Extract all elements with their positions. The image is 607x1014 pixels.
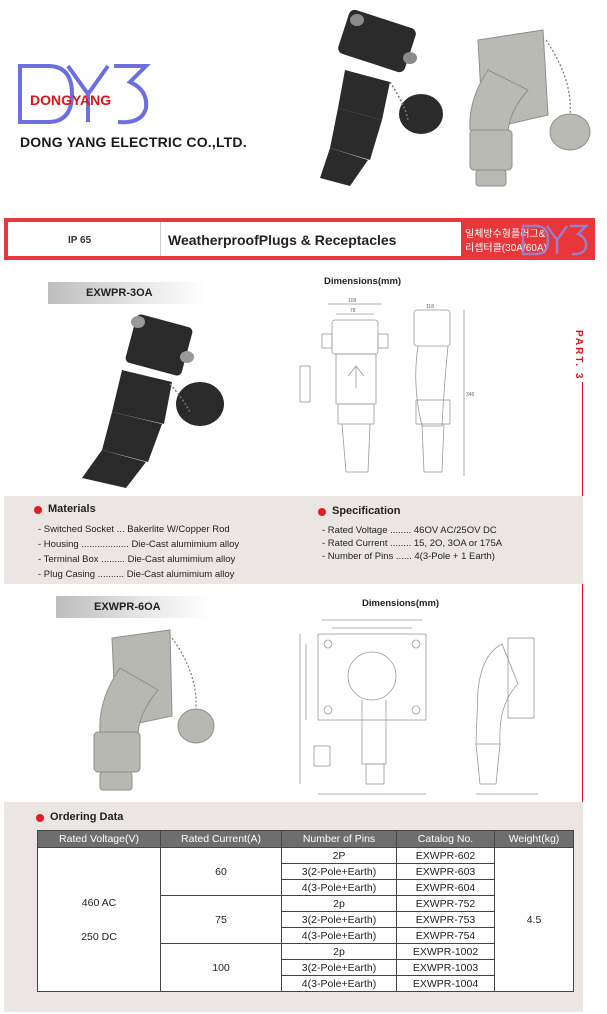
pins-cell: 4(3-Pole+Earth) — [281, 927, 397, 944]
pins-cell: 2P — [281, 847, 397, 864]
column-header-current: Rated Current(A) — [160, 830, 282, 848]
materials-spec-panel — [4, 496, 583, 584]
pins-cell: 2p — [281, 895, 397, 912]
ordering-table: Rated Voltage(V) Rated Current(A) Number… — [37, 830, 574, 992]
pins-cell: 4(3-Pole+Earth) — [281, 879, 397, 896]
banner-divider — [160, 222, 161, 256]
column-header-voltage: Rated Voltage(V) — [37, 830, 161, 848]
product-photo-30a-header — [290, 9, 450, 190]
pins-cell: 3(2-Pole+Earth) — [281, 911, 397, 928]
catalog-cell: EXWPR-1003 — [396, 959, 495, 976]
catalog-cell: EXWPR-1004 — [396, 975, 495, 992]
materials-list: - Switched Socket ... Bakerlite W/Copper… — [38, 522, 239, 582]
specification-heading: Specification — [332, 505, 401, 517]
table-row: 4(3-Pole+Earth) EXWPR-754 — [38, 927, 574, 944]
materials-heading: Materials — [48, 503, 96, 515]
dim-label-inner-width: 78 — [350, 308, 356, 314]
dim-label-width: 109 — [348, 298, 357, 304]
table-row: 3(2-Pole+Earth) EXWPR-1003 — [38, 959, 574, 976]
banner-korean-line1: 일체방수형플러그& — [465, 229, 546, 240]
current-cell: 100 — [160, 943, 282, 992]
table-row: 4(3-Pole+Earth) EXWPR-1004 — [38, 975, 574, 992]
catalog-cell: EXWPR-754 — [396, 927, 495, 944]
ordering-bullet — [36, 814, 44, 822]
catalog-cell: EXWPR-604 — [396, 879, 495, 896]
dimension-drawing-60a — [292, 614, 542, 800]
catalog-cell: EXWPR-753 — [396, 911, 495, 928]
table-header-row: Rated Voltage(V) Rated Current(A) Number… — [37, 830, 574, 848]
ordering-heading: Ordering Data — [50, 811, 124, 823]
materials-line: - Plug Casing .......... Die-Cast alumim… — [38, 569, 235, 580]
catalog-cell: EXWPR-1002 — [396, 943, 495, 960]
specification-list: - Rated Voltage ........ 46OV AC/25OV DC… — [322, 524, 502, 563]
company-logo — [14, 60, 154, 130]
ordering-table-wrap: Rated Voltage(V) Rated Current(A) Number… — [37, 830, 574, 992]
table-row: 460 AC 250 DC 60 2P EXWPR-602 4.5 — [37, 847, 574, 992]
product-photo-60a-header — [448, 20, 598, 190]
catalog-cell: EXWPR-602 — [396, 847, 495, 864]
specification-bullet — [318, 508, 326, 516]
page-title: WeatherproofPlugs & Receptacles — [168, 232, 397, 248]
dimensions-title-30a: Dimensions(mm) — [324, 276, 402, 287]
specification-line: - Rated Voltage ........ 46OV AC/25OV DC — [322, 525, 497, 536]
company-name: DONG YANG ELECTRIC CO.,LTD. — [20, 134, 247, 150]
specification-line: - Rated Current ........ 15, 2O, 3OA or … — [322, 538, 503, 549]
product-photo-60a — [74, 624, 224, 794]
materials-bullet — [34, 506, 42, 514]
model-tab-30a: EXWPR-3OA — [48, 282, 208, 304]
product-photo-30a — [62, 312, 232, 492]
part-label: PART. 3 — [573, 330, 584, 381]
catalog-cell: EXWPR-752 — [396, 895, 495, 912]
dimension-drawing-30a: 109 78 118 346 — [292, 296, 492, 492]
dimensions-title-60a: Dimensions(mm) — [362, 598, 440, 609]
materials-line: - Terminal Box ......... Die-Cast alumim… — [38, 554, 236, 565]
current-cell: 60 — [160, 847, 282, 896]
voltage-dc: 250 DC — [81, 930, 117, 943]
current-cell: 75 — [160, 895, 282, 944]
table-row: 4(3-Pole+Earth) EXWPR-604 — [38, 879, 574, 896]
model-tab-60a: EXWPR-6OA — [56, 596, 212, 618]
column-header-catalog: Catalog No. — [396, 830, 495, 848]
voltage-ac: 460 AC — [81, 896, 117, 909]
dim-label-height: 346 — [466, 392, 475, 398]
title-banner-inner — [8, 222, 461, 256]
pins-cell: 3(2-Pole+Earth) — [281, 863, 397, 880]
table-row: 3(2-Pole+Earth) EXWPR-753 — [38, 911, 574, 928]
logo-wordmark: DONGYANG — [30, 92, 112, 108]
banner-korean-line2: 리셉터클(30A/60A) — [465, 243, 547, 254]
table-row: 100 2p EXWPR-1002 — [38, 943, 574, 992]
pins-cell: 4(3-Pole+Earth) — [281, 975, 397, 992]
dim-label-side-width: 118 — [426, 304, 434, 310]
voltage-cell: 460 AC 250 DC — [37, 847, 161, 992]
part-divider-line — [582, 382, 583, 1000]
materials-line: - Housing .................. Die-Cast al… — [38, 539, 240, 550]
catalog-cell: EXWPR-603 — [396, 863, 495, 880]
table-row: 75 2p EXWPR-752 — [38, 895, 574, 944]
pins-cell: 3(2-Pole+Earth) — [281, 959, 397, 976]
specification-line: - Number of Pins ...... 4(3-Pole + 1 Ear… — [322, 551, 495, 562]
banner-logo-watermark — [520, 223, 590, 257]
column-header-pins: Number of Pins — [281, 830, 397, 848]
pins-cell: 2p — [281, 943, 397, 960]
ip-rating: IP 65 — [68, 235, 92, 246]
materials-line: - Switched Socket ... Bakerlite W/Copper… — [38, 524, 230, 535]
banner-korean-title: 일체방수형플러그& 리셉터클(30A/60A) — [465, 228, 547, 256]
column-header-weight: Weight(kg) — [494, 830, 574, 848]
weight-cell: 4.5 — [494, 847, 574, 992]
